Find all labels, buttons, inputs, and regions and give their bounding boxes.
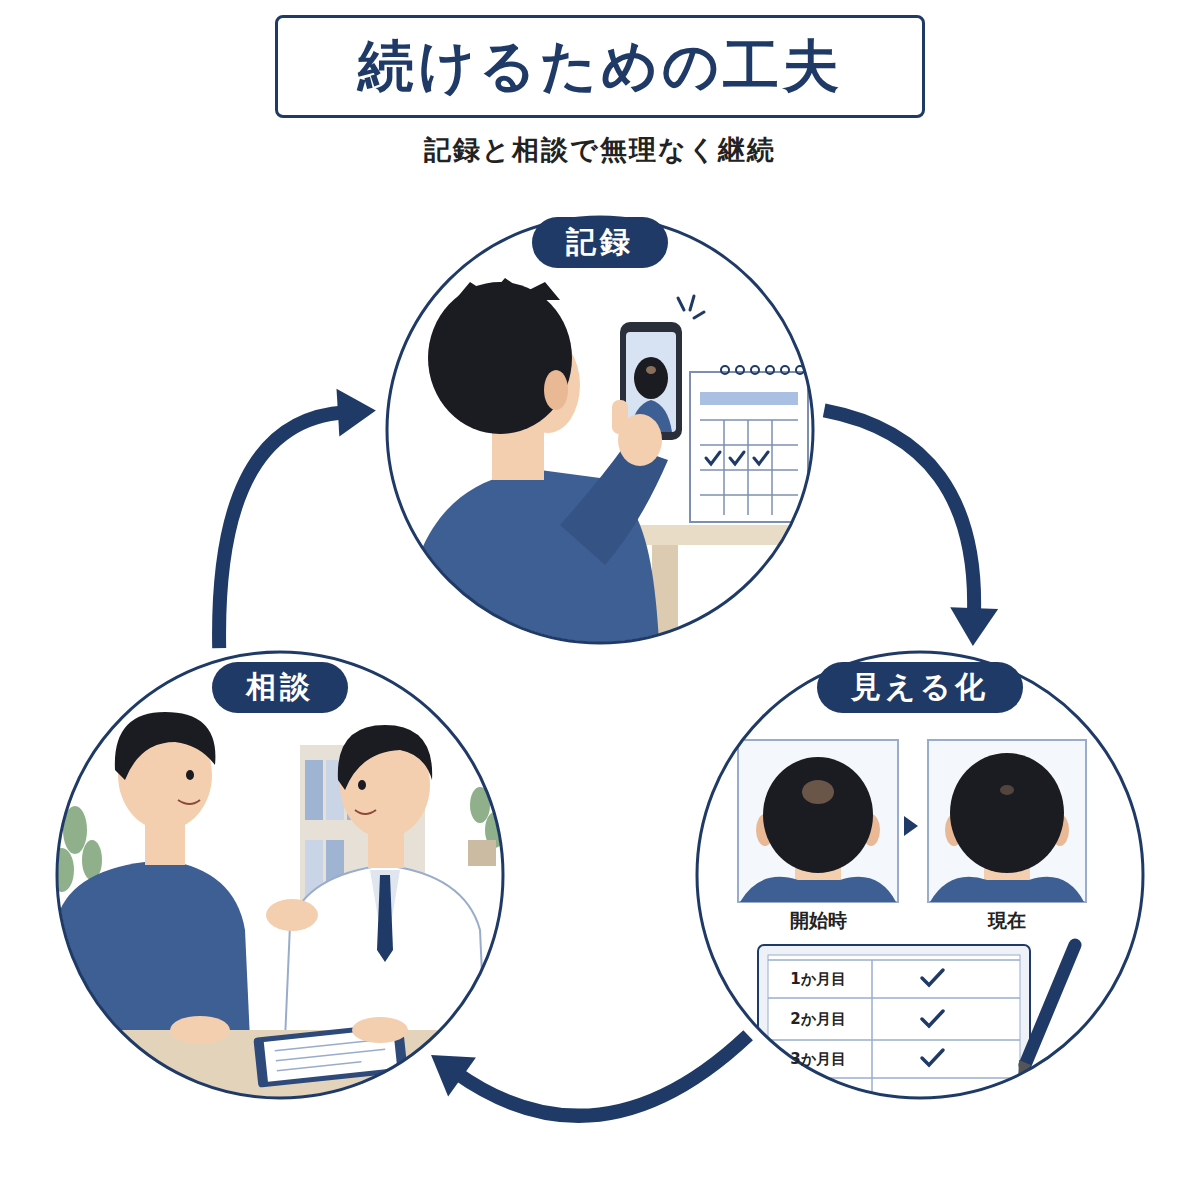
circle-border (387, 217, 813, 643)
cycle-arrow (824, 410, 998, 646)
stage-label: 記録 (532, 217, 668, 268)
image-label: 2か月目 (790, 1010, 845, 1029)
circle-outline (695, 650, 1145, 1100)
image-label: 現在 (988, 908, 1026, 934)
stage-circle: 相談 (55, 650, 505, 1100)
arrow-head (336, 389, 375, 437)
caption-text: 記録と相談で無理なく継続 (0, 132, 1200, 168)
cycle-arrow (431, 1035, 748, 1116)
visual-scene (738, 740, 1086, 1120)
arrow-head (431, 1055, 476, 1097)
circle-outline (55, 650, 505, 1100)
cycle-arrow (219, 389, 376, 648)
arrow-line (219, 412, 346, 648)
image-label: 開始時 (790, 908, 847, 934)
circle-border (57, 652, 503, 1098)
circle-border (697, 652, 1143, 1098)
stage-label: 見える化 (817, 662, 1023, 713)
arrow-line (824, 410, 974, 616)
stage-circle: 記録 (385, 215, 815, 645)
stage-label: 相談 (212, 662, 348, 713)
image-label: 1か月目 (790, 970, 845, 989)
arrow-line (456, 1035, 749, 1116)
consult-scene (50, 650, 510, 1120)
title-box: 続けるための工夫 (275, 15, 925, 118)
title-text: 続けるための工夫 (358, 29, 843, 105)
image-label: 3か月目 (790, 1050, 845, 1069)
arrow-head (950, 607, 998, 646)
record-scene (380, 210, 840, 660)
circle-outline (385, 215, 815, 645)
stage-circle: 見える化 (695, 650, 1145, 1100)
